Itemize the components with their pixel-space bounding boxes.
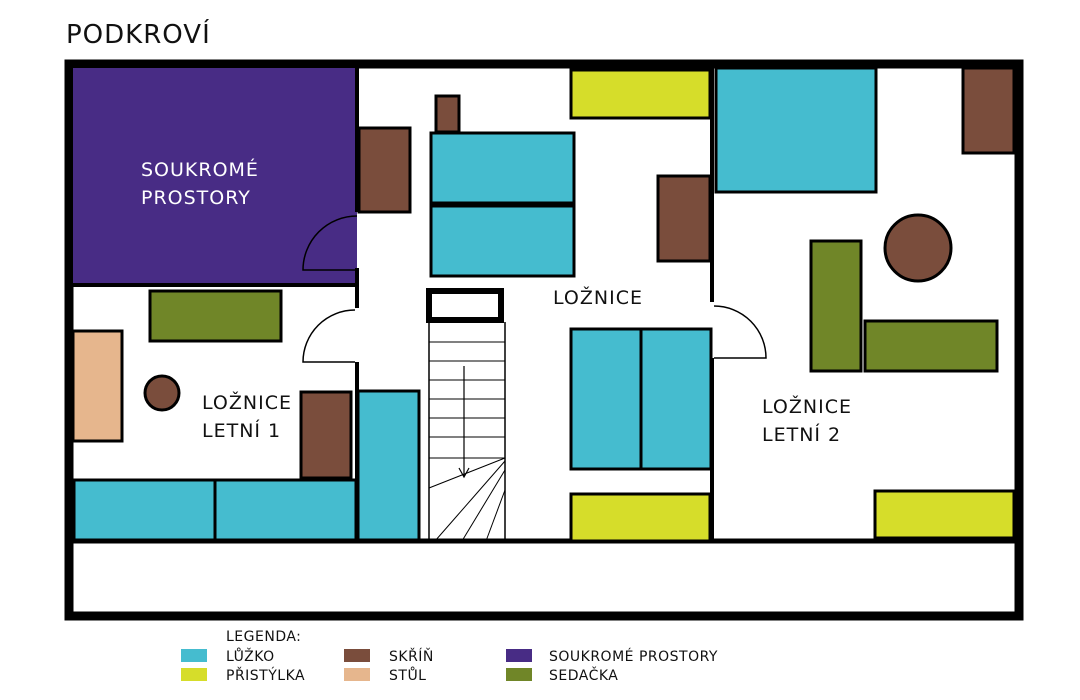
sofa-summer2-vertical	[809, 239, 863, 373]
legend-swatch-sofa	[506, 668, 532, 681]
extra-bed-mid-bottom	[569, 492, 712, 543]
door-summer2	[713, 305, 767, 359]
label-summer1-1: LOŽNICE	[202, 391, 292, 414]
private-space	[73, 68, 357, 285]
sofa-summer1	[148, 289, 283, 343]
label-private-2: PROSTORY	[141, 187, 251, 209]
label-summer2-1: LOŽNICE	[762, 395, 852, 418]
outer-wall	[64, 59, 1024, 621]
legend-swatch-private	[506, 649, 532, 662]
round-table-summer1	[143, 374, 181, 412]
bed-mid-b	[639, 327, 713, 471]
label-summer1-2: LETNÍ 1	[202, 419, 281, 442]
legend-label-sofa: SEDAČKA	[549, 666, 618, 684]
legend-swatch-table	[344, 668, 370, 681]
legend-swatch-bed	[181, 649, 207, 662]
door-private	[302, 215, 358, 271]
label-summer2-2: LETNÍ 2	[762, 423, 841, 446]
legend-label-bed: LŮŽKO	[226, 647, 275, 665]
bed-summer1-a	[72, 478, 217, 542]
label-bedroom: LOŽNICE	[553, 286, 643, 309]
bed-summer2-top	[714, 66, 878, 194]
wardrobe-mid-right	[656, 174, 712, 263]
legend-label-private: SOUKROMÉ PROSTORY	[549, 648, 718, 665]
legend: LEGENDA: LŮŽKO PŘISTÝLKA SKŘÍŇ STŮL SOUK…	[181, 629, 718, 684]
wardrobe-mid-left	[357, 126, 412, 214]
plan-title: PODKROVÍ	[66, 20, 211, 50]
staircase	[426, 288, 506, 542]
bed-summer1-b	[213, 478, 358, 542]
sofa-summer2-horizontal	[863, 319, 999, 373]
bed-mid-top-b	[429, 204, 576, 278]
extra-bed-summer2	[873, 489, 1016, 540]
round-table-summer2	[883, 213, 953, 283]
legend-swatch-wardrobe	[344, 649, 370, 662]
legend-title: LEGENDA:	[226, 629, 301, 645]
bed-mid-left-vertical	[356, 389, 421, 542]
bed-mid-top-a	[429, 131, 576, 205]
legend-label-table: STŮL	[389, 666, 427, 684]
door-summer1	[302, 309, 356, 363]
wardrobe-summer1	[299, 390, 353, 480]
bed-mid-a	[569, 327, 643, 471]
legend-label-extra-bed: PŘISTÝLKA	[226, 667, 305, 684]
wardrobe-mid-small	[434, 94, 461, 134]
wardrobe-summer2	[961, 66, 1016, 155]
extra-bed-mid-top	[569, 68, 712, 120]
table-summer1	[71, 329, 124, 443]
legend-swatch-extra-bed	[181, 668, 207, 681]
label-private-1: SOUKROMÉ	[141, 158, 259, 181]
legend-label-wardrobe: SKŘÍŇ	[389, 648, 434, 665]
